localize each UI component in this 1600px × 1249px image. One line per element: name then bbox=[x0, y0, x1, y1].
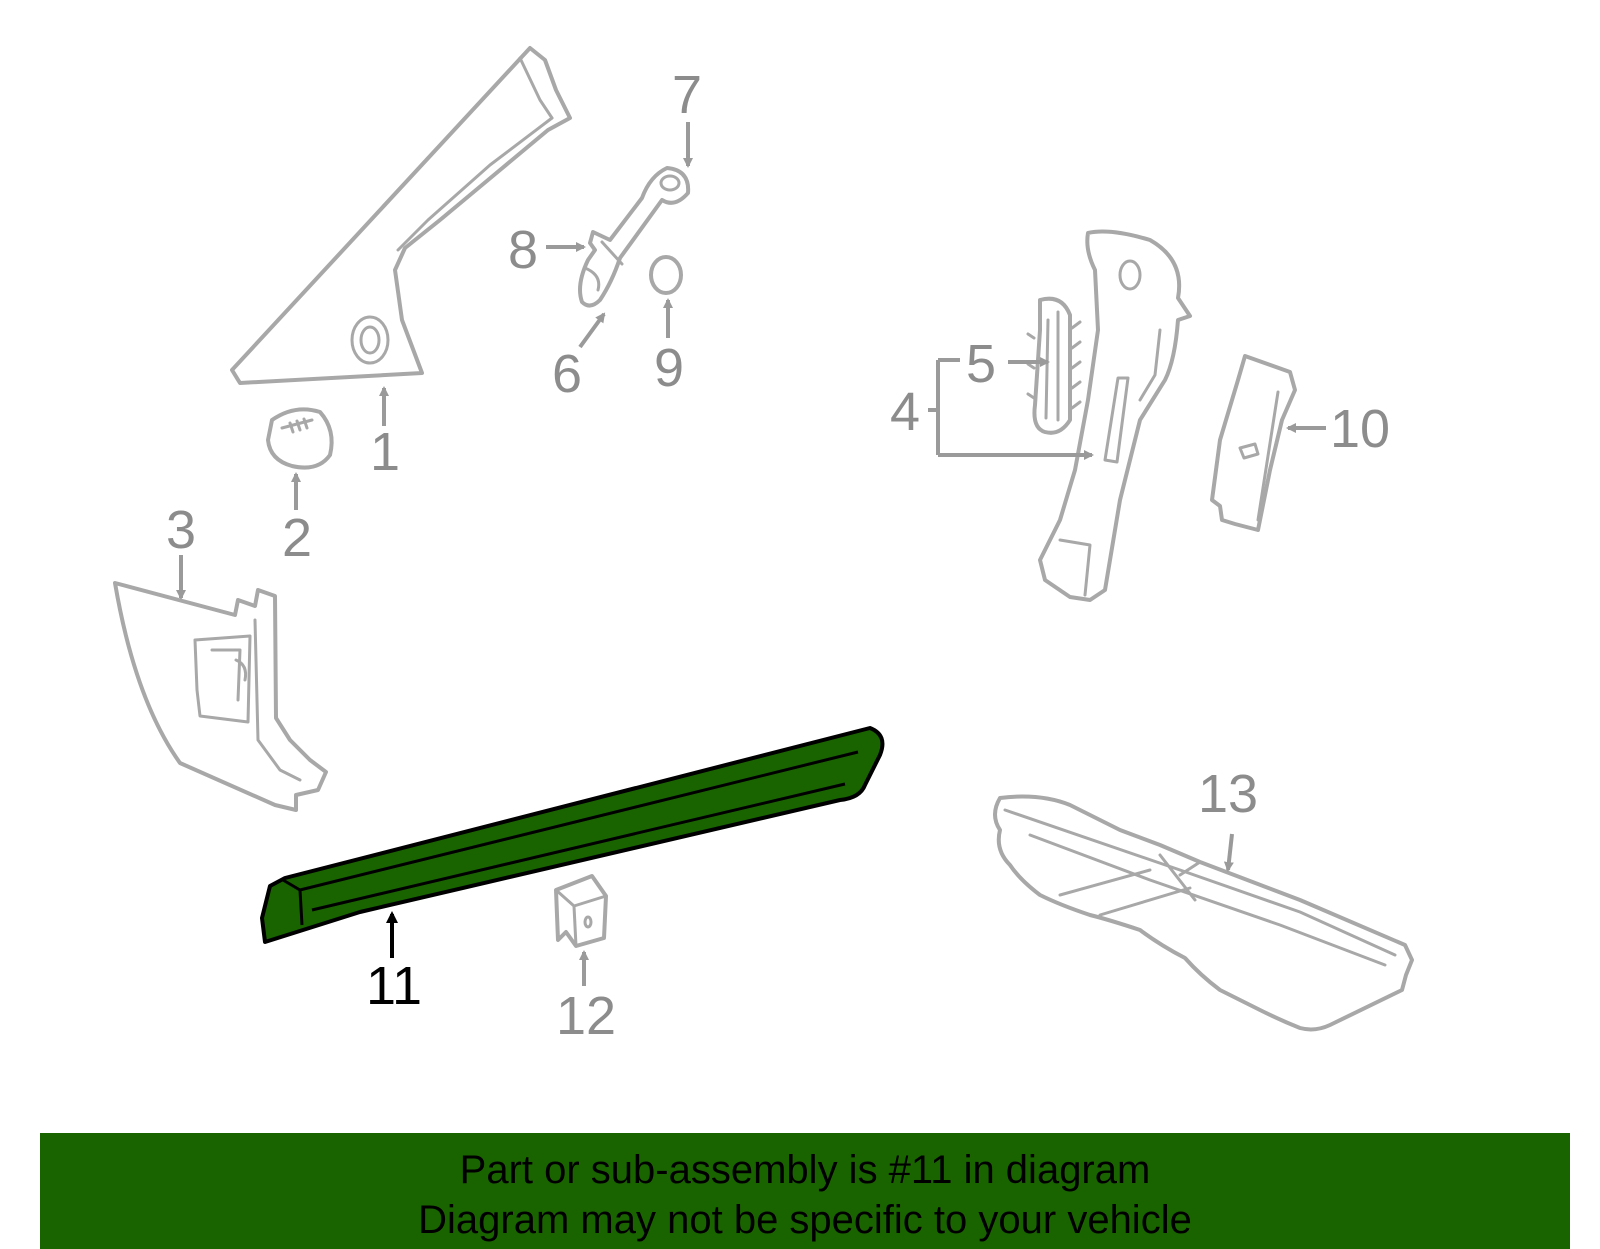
info-banner: Part or sub-assembly is #11 in diagram D… bbox=[40, 1133, 1570, 1249]
part-12-clip bbox=[554, 874, 608, 948]
callout-labels: 1 2 3 4 5 6 7 8 9 10 11 12 13 bbox=[166, 65, 1390, 1046]
leader-lines bbox=[176, 122, 1326, 986]
banner-line-1: Part or sub-assembly is #11 in diagram bbox=[459, 1148, 1151, 1192]
callout-13: 13 bbox=[1198, 764, 1258, 824]
callout-1: 1 bbox=[370, 422, 400, 482]
banner-line-2: Diagram may not be specific to your vehi… bbox=[418, 1198, 1192, 1242]
part-6-7-8-handle-assembly bbox=[578, 166, 691, 308]
part-4-b-pillar-trim bbox=[1038, 229, 1192, 602]
part-2-cap bbox=[266, 407, 334, 470]
callout-12: 12 bbox=[556, 986, 616, 1046]
callout-6: 6 bbox=[552, 344, 582, 404]
callout-5: 5 bbox=[966, 334, 996, 394]
part-3-kick-panel bbox=[113, 581, 328, 812]
part-1-a-pillar-trim bbox=[230, 46, 572, 385]
callout-7: 7 bbox=[672, 65, 702, 125]
part-5-vent-grille bbox=[1026, 296, 1082, 435]
callout-11: 11 bbox=[366, 956, 422, 1016]
part-9-plug bbox=[649, 255, 683, 295]
part-10-cover bbox=[1210, 354, 1297, 532]
part-13-sill-panel bbox=[993, 794, 1414, 1032]
part-11-body bbox=[260, 726, 885, 944]
callout-3: 3 bbox=[166, 500, 196, 560]
callout-2: 2 bbox=[282, 508, 312, 568]
callout-9: 9 bbox=[654, 338, 684, 398]
part-11-sill-plate-highlighted bbox=[260, 726, 885, 944]
callout-4: 4 bbox=[890, 382, 920, 442]
callout-10: 10 bbox=[1330, 399, 1390, 459]
callout-8: 8 bbox=[508, 220, 538, 280]
